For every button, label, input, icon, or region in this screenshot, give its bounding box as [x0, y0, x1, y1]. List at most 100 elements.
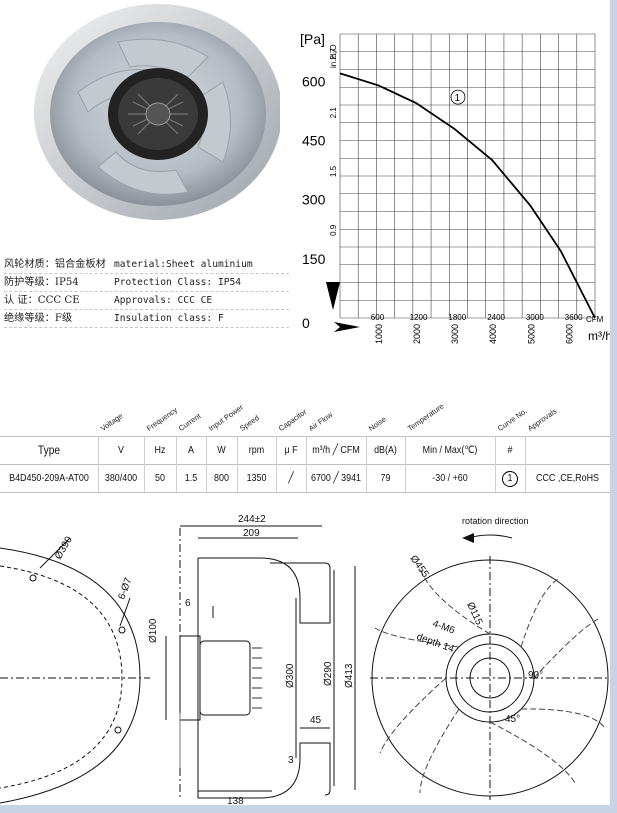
table-value-cell: 1350 [246, 472, 267, 484]
table-rotated-header: Temperature [405, 401, 446, 433]
series-line [339, 72, 596, 319]
table-rotated-header: Curve No. [495, 406, 529, 433]
page-frame-bottom [0, 805, 617, 813]
right-blades [374, 567, 606, 794]
left-outline [0, 547, 141, 804]
table-col-sep [405, 436, 406, 492]
table-col-sep [366, 436, 367, 492]
y-tick-pa: 600 [302, 73, 326, 89]
label-d455: Ø455 [408, 553, 431, 580]
chart-xlabel-alt: CFM [586, 315, 604, 324]
table-unit-cell: Type [37, 443, 61, 457]
table-value-cell: ╱ [288, 472, 294, 484]
table-unit-cell: Hz [154, 444, 166, 456]
table-line [0, 492, 610, 493]
table-col-sep [176, 436, 177, 492]
spec-row: 认 证：CCC CE Approvals: CCC CE [4, 292, 289, 310]
spec-cn: 风轮材质：铝合金板材 [4, 259, 106, 270]
table-rotated-header: Speed [237, 413, 261, 433]
y-tick-inh2o: 2.1 [329, 107, 338, 119]
spec-list: 风轮材质：铝合金板材 material:Sheet aluminium 防护等级：… [4, 256, 289, 328]
rotation-arc [467, 534, 513, 539]
x-tick-cfm: 1200 [410, 313, 428, 322]
table-value-cell: 1.5 [184, 472, 198, 484]
table-unit-cell: rpm [248, 444, 265, 456]
table-col-sep [98, 436, 99, 492]
spec-row: 风轮材质：铝合金板材 material:Sheet aluminium [4, 256, 289, 274]
y-tick-pa: 150 [302, 251, 326, 267]
label-244: 244±2 [238, 514, 266, 525]
mid-bottom [198, 742, 331, 799]
y-tick-inh2o: 0.9 [329, 224, 338, 236]
mid-flange [179, 635, 201, 721]
fan-photo [34, 4, 280, 220]
y-tick-pa: 300 [302, 192, 326, 208]
x-tick-m3h: 6000 [564, 324, 574, 344]
label-d100: Ø100 [148, 618, 159, 643]
dimension-drawing: Ø390 6-Ø7 244±2 209 6 Ø100 Ø300 Ø290 Ø41… [0, 514, 610, 805]
x-tick-m3h: 2000 [412, 324, 422, 344]
table-rotated-header: Capacitor [276, 407, 309, 433]
table-unit-cell: μ F [284, 444, 298, 456]
chart-xlabel-unit: m³/h [588, 329, 610, 343]
performance-chart: [Pa] in.H₂O CFM m³/h 01503004506000.30.9… [300, 31, 610, 344]
table-rotated-header: Frequency [144, 405, 180, 433]
label-6: 6 [185, 598, 191, 609]
table-value-cell: -30 / +60 [432, 472, 468, 484]
x-tick-cfm: 3600 [565, 313, 583, 322]
spec-en: Insulation class: F [114, 313, 224, 324]
spec-cn: 防护等级：IP54 [4, 277, 79, 288]
label-45: 45 [310, 715, 322, 726]
x-tick-cfm: 3000 [526, 313, 544, 322]
label-6-d7: 6-Ø7 [116, 576, 134, 601]
x-tick-cfm: 1800 [448, 313, 466, 322]
spec-cn: 认 证：CCC CE [4, 295, 80, 306]
y-tick-inh2o: 2.7 [329, 48, 338, 60]
rotation-arrow-icon [462, 533, 474, 543]
chart-ylabel-alt: in.H₂O [329, 44, 338, 68]
series-label: 1 [454, 93, 460, 104]
table-value-cell: CCC ,CE,RoHS [535, 472, 599, 484]
y-tick-pa: 0 [302, 315, 310, 331]
x-tick-m3h: 5000 [526, 324, 536, 344]
table-unit-cell: # [507, 444, 513, 456]
table-unit-cell: Min / Max(℃) [422, 444, 478, 456]
label-d390: Ø390 [53, 534, 75, 561]
label-d300: Ø300 [285, 663, 296, 688]
mid-top [198, 557, 331, 624]
y-tick-inh2o: 0.3 [329, 283, 338, 295]
left-leader [39, 537, 71, 569]
table-col-sep [276, 436, 277, 492]
left-hole [29, 574, 37, 582]
spec-en: material:Sheet aluminium [114, 259, 253, 270]
label-4-m6: 4-M6 [431, 618, 457, 636]
table-unit-cell: W [217, 444, 226, 456]
table-rotated-header: Air Flow [306, 410, 335, 433]
series-marker [450, 89, 466, 105]
table-line [0, 436, 610, 437]
rotation-direction-label: rotation direction [462, 516, 529, 526]
y-tick-pa: 450 [302, 133, 326, 149]
x-tick-cfm: 2400 [487, 313, 505, 322]
table-col-sep [306, 436, 307, 492]
x-tick-m3h: 3000 [450, 324, 460, 344]
table-col-sep [144, 436, 145, 492]
table-unit-cell: A [188, 444, 194, 456]
table-value-cell: 800 [214, 472, 229, 484]
table-value-cell: B4D450-209A-AT00 [9, 472, 89, 484]
spec-en: Approvals: CCC CE [114, 295, 213, 306]
label-45deg: 45° [505, 714, 520, 725]
page-frame-right [610, 0, 617, 813]
table-line [0, 464, 610, 465]
left-leader [119, 597, 131, 627]
left-hole [118, 626, 126, 634]
label-209: 209 [243, 528, 260, 539]
label-d413: Ø413 [344, 663, 355, 688]
label-138: 138 [227, 796, 244, 805]
left-hole [114, 726, 122, 734]
y-tick-inh2o: 1.5 [329, 165, 338, 177]
x-tick-cfm: 600 [371, 313, 385, 322]
label-90deg: 90° [528, 670, 543, 681]
